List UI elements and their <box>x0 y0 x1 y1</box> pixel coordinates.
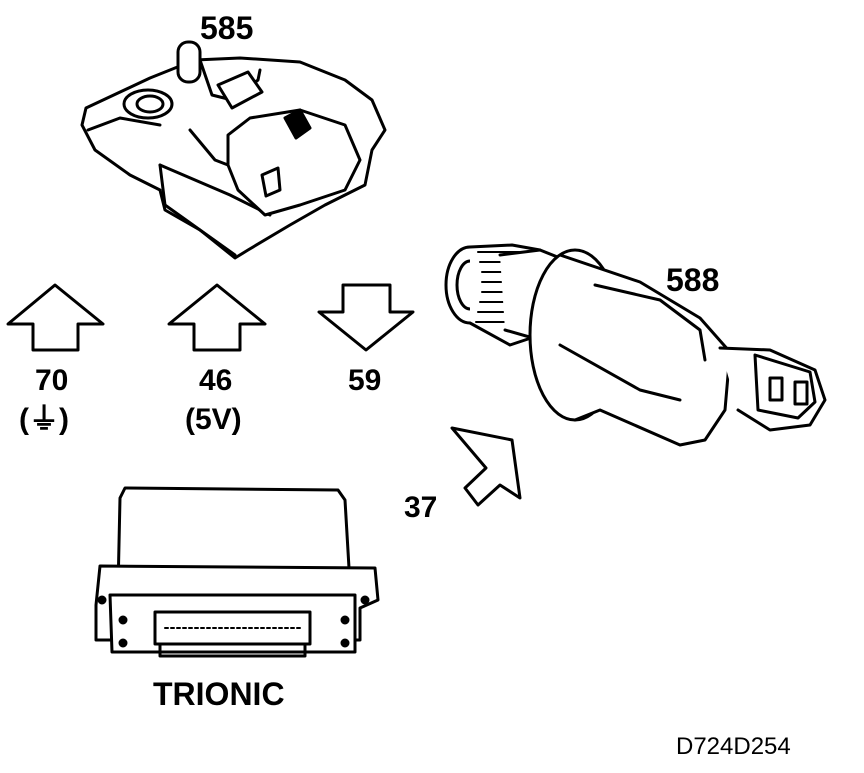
trionic-label: TRIONIC <box>153 676 285 712</box>
arrow-down-59 <box>317 283 415 352</box>
arrow-up-70 <box>6 283 105 352</box>
label-588: 588 <box>666 262 720 298</box>
arrow-up-46 <box>167 283 267 352</box>
arrow-up-left-37 <box>450 426 522 507</box>
map-sensor-drawing <box>80 40 387 260</box>
trionic-ecu-drawing <box>94 486 380 658</box>
throttle-actuator-drawing <box>444 243 827 447</box>
pin-46-voltage-note: (5V) <box>185 403 242 436</box>
figure-reference: D724D254 <box>676 733 791 760</box>
pin-70-label: 70 <box>35 364 69 397</box>
pin-59-label: 59 <box>348 364 382 397</box>
label-585: 585 <box>200 10 254 46</box>
pin-70-ground-note: (⏚) <box>19 403 69 436</box>
pin-37-label: 37 <box>404 491 438 524</box>
pin-46-label: 46 <box>199 364 233 397</box>
